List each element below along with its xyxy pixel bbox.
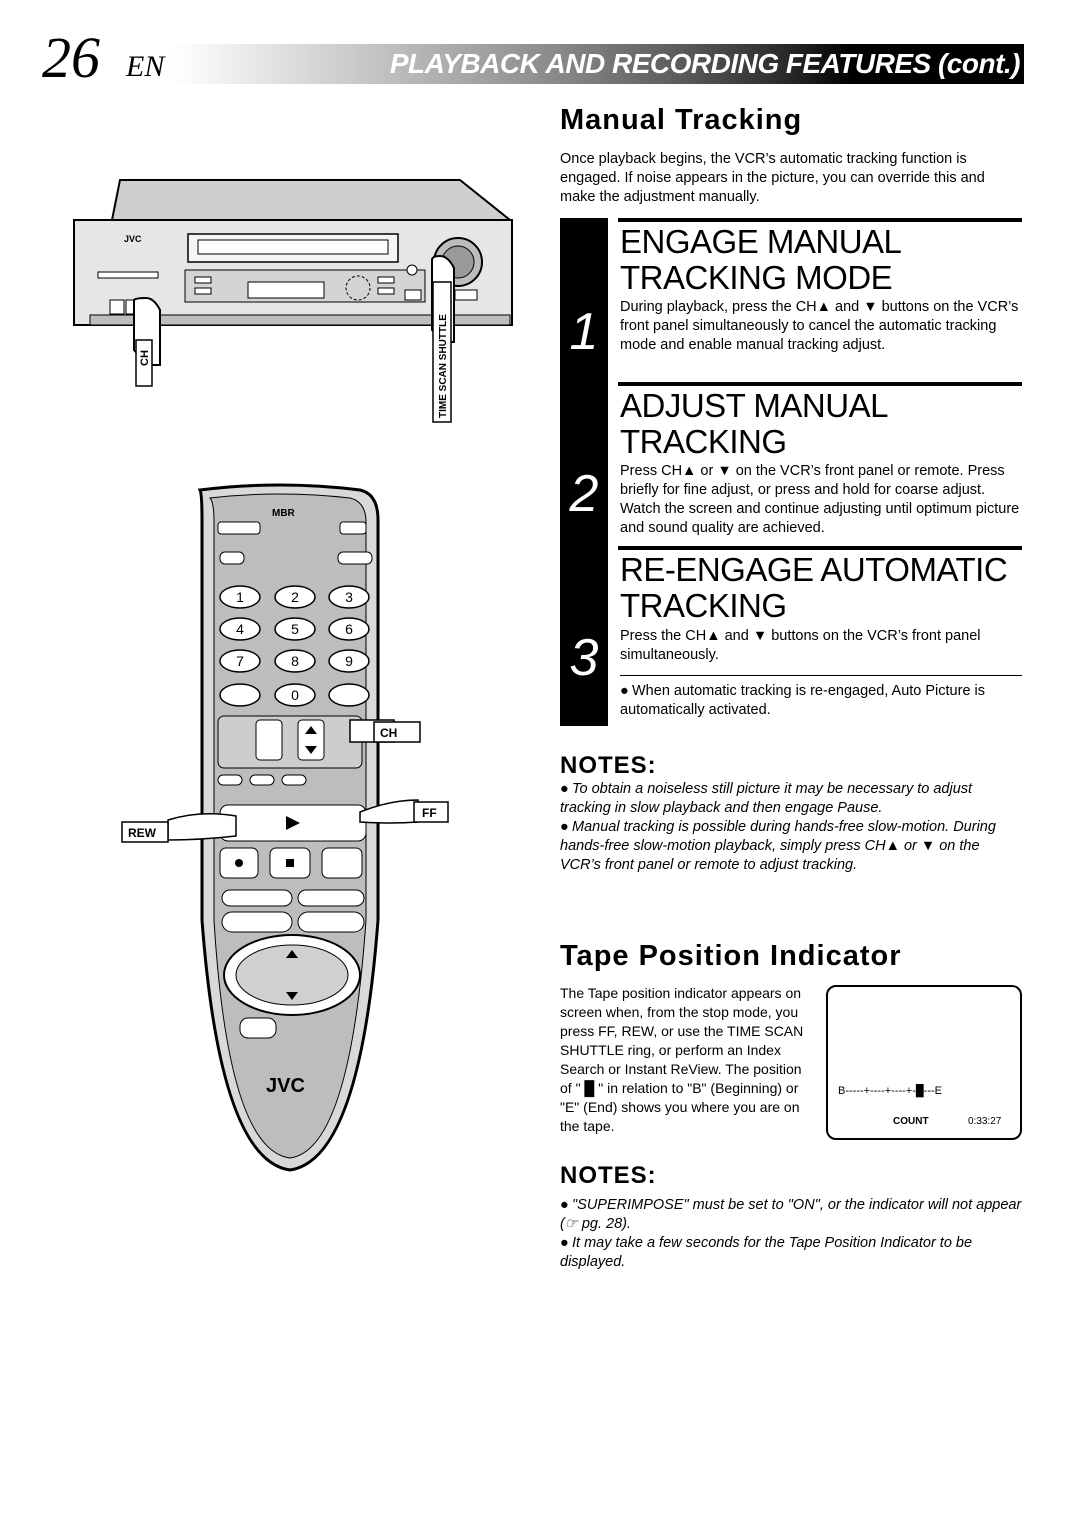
step-3-title-line1: RE-ENGAGE AUTOMATIC [620,551,1008,588]
vcr-illustration: JVC CH TIME SCAN SHUTTLE [73,179,513,423]
remote-ch-callout: CH [380,726,397,740]
page-language: EN [126,50,165,83]
note-item: ●It may take a few seconds for the Tape … [560,1235,973,1270]
page-number: 26 [42,25,100,90]
remote-key-label: 9 [345,653,353,669]
step-3-number: 3 [569,629,599,687]
remote-key-5: 5 [274,617,316,641]
count-label: COUNT [893,1116,929,1127]
remote-key-8: 8 [274,649,316,673]
remote-brand-logo: JVC [266,1075,305,1097]
vcr-ch-label: CH [139,350,151,366]
step-1-block [560,218,608,385]
note-item: ●To obtain a noiseless still picture it … [560,781,973,816]
step-2-title-line2: TRACKING [620,423,787,460]
note-item: ●"SUPERIMPOSE" must be set to "ON", or t… [560,1197,1022,1232]
step-1-title-line1: ENGAGE MANUAL [620,223,902,260]
notes-heading-1: NOTES: [560,752,657,779]
vcr-brand-logo: JVC [124,234,142,244]
vcr-and-remote-illustration: JVC CH TIME SCAN SHUTTLE MBR [73,179,513,1172]
remote-key-label: 4 [236,621,244,637]
remote-key-2: 2 [274,585,316,609]
remote-key-label: 0 [291,687,299,703]
remote-key-4: 4 [219,617,261,641]
step-3-text: Press the CH▲ and ▼ buttons on the VCR’s… [620,628,981,663]
tape-position-title: Tape Position Indicator [560,940,902,972]
step-2-block [560,385,608,548]
header-bar [172,44,1024,84]
remote-number-keys: 1 2 3 4 5 6 7 8 9 0 [219,585,370,707]
step-2-rule [618,382,1022,386]
step-3-block [560,548,608,726]
remote-ff-callout: FF [422,806,437,820]
section-header-title: PLAYBACK AND RECORDING FEATURES (cont.) [389,48,1021,79]
notes-heading-2: NOTES: [560,1162,657,1189]
vcr-shuttle-label: TIME SCAN SHUTTLE [438,314,449,418]
tv-screen-display [826,985,1022,1140]
step-3-rule [618,546,1022,550]
step-1-rule [618,218,1022,222]
remote-key-label: 1 [236,589,244,605]
step-3-note: ●When automatic tracking is re-engaged, … [620,683,986,718]
manual-tracking-intro: Once playback begins, the VCR’s automati… [560,151,985,205]
remote-side-key [328,683,370,707]
remote-key-0: 0 [274,683,316,707]
remote-key-1: 1 [219,585,261,609]
remote-side-key [219,683,261,707]
step-2-number: 2 [569,465,599,523]
step-1-number: 1 [569,303,599,361]
step-1-title-line2: TRACKING MODE [620,259,893,296]
remote-rew-callout: REW [128,826,157,840]
remote-key-6: 6 [328,617,370,641]
step-2-title-line1: ADJUST MANUAL [620,387,888,424]
remote-key-9: 9 [328,649,370,673]
remote-key-7: 7 [219,649,261,673]
step-2-text: Press CH▲ or ▼ on the VCR’s front panel … [620,463,1020,536]
remote-key-3: 3 [328,585,370,609]
remote-key-label: 5 [291,621,299,637]
remote-key-label: 7 [236,653,244,669]
step-1-text: During playback, press the CH▲ and ▼ but… [620,299,1019,353]
count-value: 0:33:27 [968,1116,1002,1127]
remote-mbr-logo: MBR [272,508,296,519]
step-3-title-line2: TRACKING [620,587,787,624]
remote-illustration: MBR 1 2 3 4 5 6 7 8 9 0 CH FF [121,483,449,1172]
tape-position-bar: B-----+----+----+-█---E [838,1085,943,1097]
remote-key-label: 8 [291,653,299,669]
note-item: ●Manual tracking is possible during hand… [560,819,996,873]
manual-tracking-title: Manual Tracking [560,104,803,136]
remote-key-label: 3 [345,589,353,605]
step-3-divider [620,675,1022,676]
remote-key-label: 2 [291,589,299,605]
tape-position-text: The Tape position indicator appears on s… [560,985,804,1134]
remote-key-label: 6 [345,621,353,637]
